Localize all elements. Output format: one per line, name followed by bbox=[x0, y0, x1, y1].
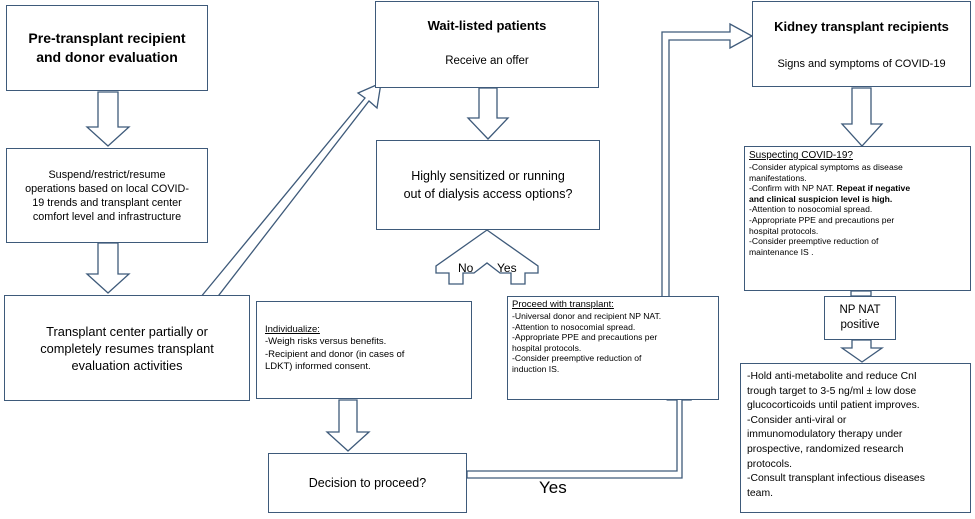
suspecting-line: -Confirm with NP NAT. Repeat if negative bbox=[749, 183, 966, 194]
label-yes: Yes bbox=[497, 261, 517, 275]
individualize-heading: Individualize: bbox=[265, 324, 320, 335]
suspecting-line: hospital protocols. bbox=[749, 225, 819, 236]
center-resumes-text: Transplant center partially or completel… bbox=[40, 323, 214, 373]
suspecting-line: maintenance IS . bbox=[749, 246, 814, 257]
wait-listed-subtitle: Receive an offer bbox=[445, 55, 529, 67]
label-yes-bottom: Yes bbox=[539, 478, 567, 497]
arrow-pre-to-suspend bbox=[85, 91, 131, 147]
arrow-suspend-to-partial bbox=[85, 242, 131, 294]
proceed-heading: Proceed with transplant: bbox=[512, 299, 614, 310]
arrow-split-no-yes bbox=[435, 229, 539, 285]
box-suspend-operations: Suspend/restrict/resume operations based… bbox=[6, 148, 208, 243]
hold-line: protocols. bbox=[747, 458, 793, 470]
suspecting-confirm-text: -Confirm with NP NAT. bbox=[749, 183, 837, 194]
kidney-recipients-subtitle: Signs and symptoms of COVID-19 bbox=[777, 58, 946, 70]
box-np-nat-positive: NP NAT positive bbox=[824, 296, 896, 340]
hold-line: team. bbox=[747, 487, 773, 499]
suspecting-repeat-bold: Repeat if negative bbox=[836, 183, 911, 194]
box-kidney-transplant-recipients: Kidney transplant recipients Signs and s… bbox=[752, 1, 971, 87]
arrow-partial-to-waitlist bbox=[198, 81, 382, 305]
wait-listed-title: Wait-listed patients bbox=[427, 18, 547, 33]
box-decision-to-proceed: Decision to proceed? bbox=[268, 453, 467, 513]
arrow-npnat-to-hold bbox=[839, 339, 885, 363]
box-center-resumes: Transplant center partially or completel… bbox=[4, 295, 250, 401]
box-wait-listed-patients: Wait-listed patients Receive an offer bbox=[375, 1, 599, 88]
suspecting-line: -Appropriate PPE and precautions per bbox=[749, 214, 895, 225]
suspecting-line: -Consider preemptive reduction of bbox=[749, 236, 879, 247]
individualize-line: LDKT) informed consent. bbox=[265, 361, 371, 372]
arrow-kidney-to-suspecting bbox=[840, 87, 884, 147]
box-highly-sensitized: Highly sensitized or running out of dial… bbox=[376, 140, 600, 230]
decision-question: Decision to proceed? bbox=[308, 476, 427, 490]
proceed-line: induction IS. bbox=[512, 363, 560, 374]
arrow-proceed-to-kidney bbox=[661, 22, 754, 298]
suspecting-line: -Consider atypical symptoms as disease bbox=[749, 162, 903, 172]
hold-line: -Consult transplant infectious diseases bbox=[747, 473, 925, 485]
hold-line: glucocorticoids until patient improves. bbox=[747, 400, 920, 412]
suspend-operations-text: Suspend/restrict/resume operations based… bbox=[25, 168, 189, 223]
proceed-line: -Attention to nosocomial spread. bbox=[512, 321, 636, 332]
suspecting-line: manifestations. bbox=[749, 172, 807, 183]
kidney-recipients-title: Kidney transplant recipients bbox=[774, 19, 949, 34]
box-pre-transplant-evaluation: Pre-transplant recipient and donor evalu… bbox=[6, 5, 208, 91]
arrow-individualize-to-decision bbox=[325, 399, 371, 452]
proceed-line: hospital protocols. bbox=[512, 342, 582, 353]
proceed-line: -Consider preemptive reduction of bbox=[512, 353, 642, 364]
hold-line: -Consider anti-viral or bbox=[747, 414, 847, 426]
suspecting-line: -Attention to nosocomial spread. bbox=[749, 204, 873, 215]
hold-line: prospective, randomized research bbox=[747, 443, 904, 455]
box-hold-anti-metabolite: -Hold anti-metabolite and reduce CnI tro… bbox=[740, 363, 971, 513]
box-proceed-with-transplant: Proceed with transplant: -Universal dono… bbox=[507, 296, 719, 400]
box-suspecting-covid: Suspecting COVID-19? -Consider atypical … bbox=[744, 146, 971, 291]
hold-line: immunomodulatory therapy under bbox=[747, 429, 903, 441]
proceed-line: -Universal donor and recipient NP NAT. bbox=[512, 311, 662, 321]
hold-line: trough target to 3-5 ng/ml ± low dose bbox=[747, 385, 917, 397]
label-no: No bbox=[458, 261, 474, 275]
suspecting-repeat-bold-2: and clinical suspicion level is high. bbox=[749, 193, 893, 204]
proceed-line: -Appropriate PPE and precautions per bbox=[512, 332, 658, 343]
np-nat-positive-text: NP NAT positive bbox=[839, 304, 881, 331]
box-individualize: Individualize: -Weigh risks versus benef… bbox=[256, 301, 472, 399]
pre-transplant-title: Pre-transplant recipient and donor evalu… bbox=[28, 30, 186, 65]
highly-sensitized-question: Highly sensitized or running out of dial… bbox=[403, 169, 573, 201]
suspecting-line-bold: and clinical suspicion level is high. bbox=[749, 194, 966, 205]
individualize-line: -Weigh risks versus benefits. bbox=[265, 336, 387, 347]
suspecting-heading: Suspecting COVID-19? bbox=[749, 150, 853, 161]
arrow-waitlist-to-sensitized bbox=[466, 87, 510, 140]
hold-line: -Hold anti-metabolite and reduce CnI bbox=[747, 371, 917, 382]
individualize-line: -Recipient and donor (in cases of bbox=[265, 348, 405, 360]
